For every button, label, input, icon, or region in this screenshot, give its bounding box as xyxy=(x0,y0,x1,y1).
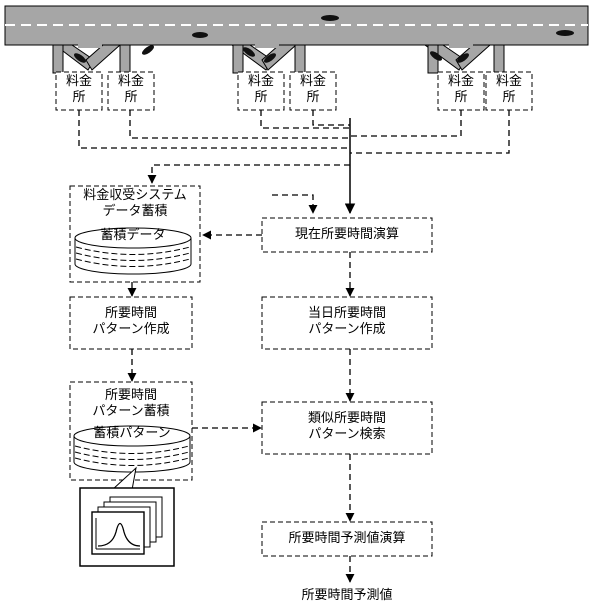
pattern-chart-callout xyxy=(80,468,174,566)
pattern-creation-label: 所要時間 パターン作成 xyxy=(70,306,192,338)
output-label: 所要時間予測値 xyxy=(262,588,432,604)
highway xyxy=(5,6,588,73)
toll-booth-label-2: 料金所 xyxy=(108,74,154,106)
toll-booth-label-5: 料金所 xyxy=(438,74,484,106)
toll-booth-label-1: 料金所 xyxy=(56,74,102,106)
pattern-db-label: 蓄積パターン xyxy=(74,426,190,442)
toll-system-label: 料金収受システム データ蓄積 xyxy=(70,188,200,220)
prediction-calc-label: 所要時間予測値演算 xyxy=(262,531,432,547)
toll-data-db-label: 蓄積データ xyxy=(75,228,191,244)
pattern-storage-label: 所要時間 パターン蓄積 xyxy=(70,388,192,420)
similar-search-label: 類似所要時間 パターン検索 xyxy=(262,411,432,443)
toll-booth-label-3: 料金所 xyxy=(238,74,284,106)
toll-booth-label-4: 料金所 xyxy=(290,74,336,106)
current-calc-label: 現在所要時間演算 xyxy=(262,227,432,243)
right-boxes xyxy=(262,218,432,556)
today-pattern-label: 当日所要時間 パターン作成 xyxy=(262,306,432,338)
toll-booth-label-6: 料金所 xyxy=(486,74,532,106)
